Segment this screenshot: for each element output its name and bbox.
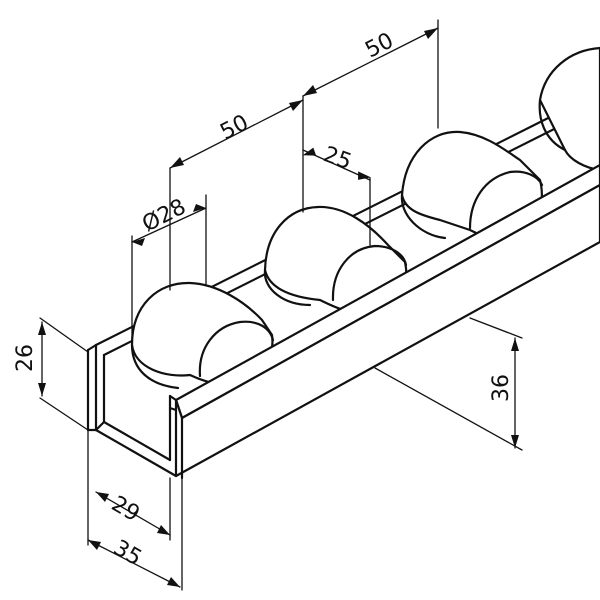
dim-label-pitch-2: 50 [361, 28, 397, 63]
dimension-total-height: 36 [374, 317, 523, 451]
dim-label-total-height: 36 [489, 374, 514, 402]
dim-label-roller-diameter: Ø28 [138, 194, 190, 237]
dim-label-pitch-1: 50 [216, 110, 252, 145]
dimension-pitch-2: 50 [302, 19, 439, 129]
dim-label-channel-height: 26 [13, 344, 38, 372]
dim-label-outer-width: 35 [109, 536, 146, 572]
roller-4 [538, 46, 600, 172]
dim-label-inner-width: 29 [107, 492, 144, 528]
dimension-inner-width: 29 [87, 429, 171, 546]
channel-end [86, 343, 178, 478]
dimension-channel-height: 26 [13, 317, 89, 431]
